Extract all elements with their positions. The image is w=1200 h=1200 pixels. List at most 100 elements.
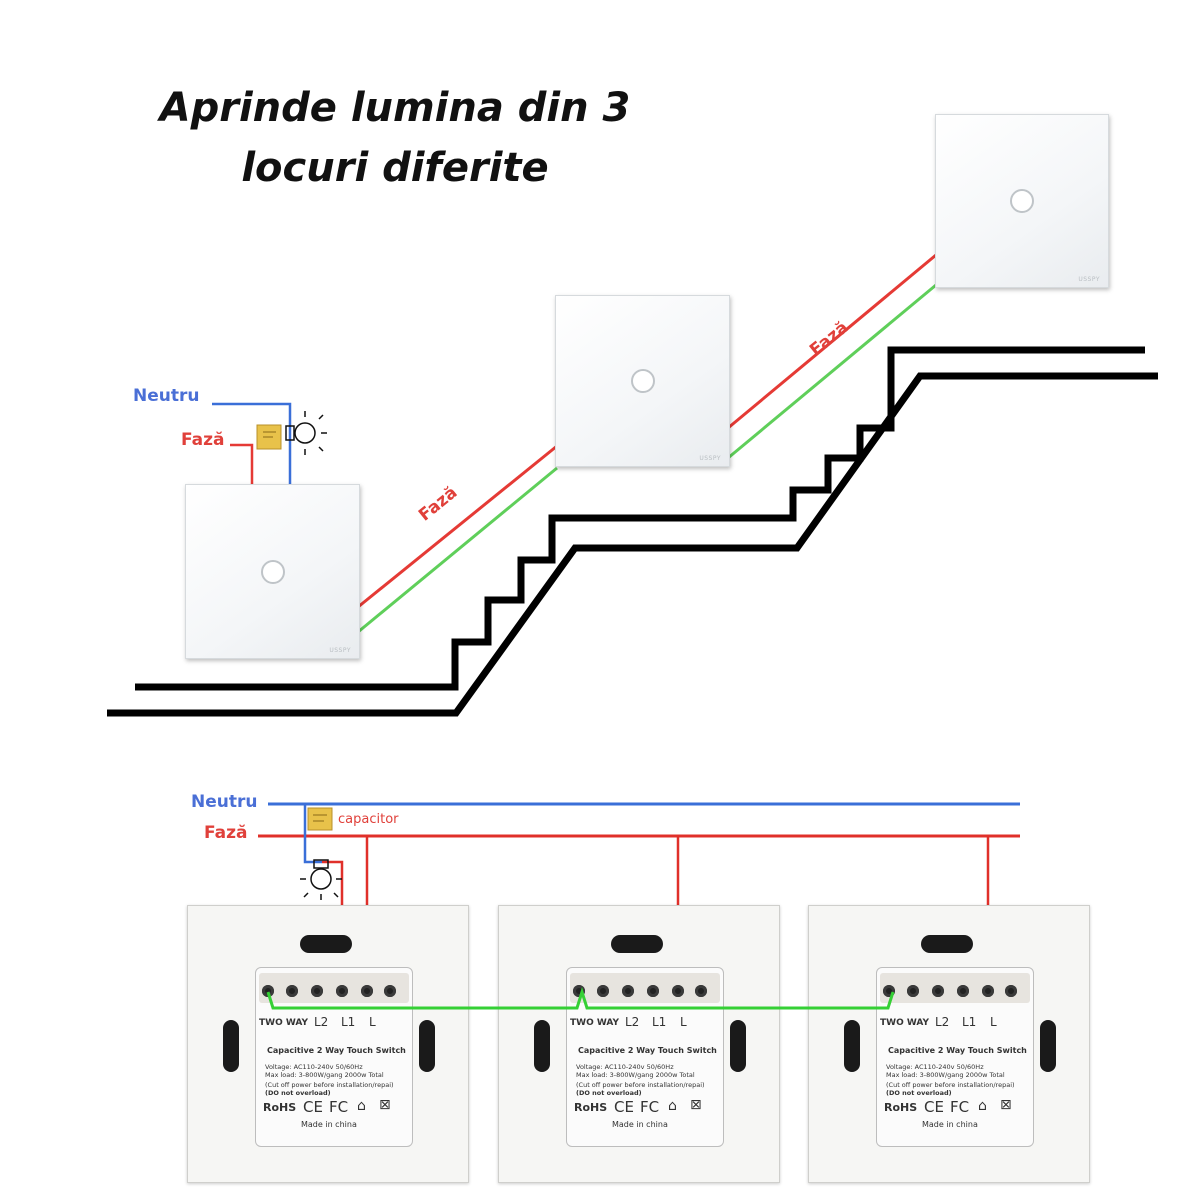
- terminal-screw: [1005, 985, 1017, 997]
- terminal-label-l1: L1: [962, 1015, 977, 1029]
- switch-module-1: TWO WAY L2 L1 L Capacitive 2 Way Touch S…: [187, 905, 469, 1183]
- house-icon: ⌂: [668, 1098, 677, 1114]
- fc-mark: FC: [640, 1098, 660, 1116]
- phase-feed-wire: [230, 443, 254, 484]
- phase-wire-2-3: [727, 253, 937, 430]
- diagram-title: Aprinde lumina din 3 locuri diferite: [110, 78, 680, 198]
- ce-mark: CE: [303, 1098, 323, 1116]
- terminal-screw: [672, 985, 684, 997]
- touch-button-icon[interactable]: [630, 369, 655, 393]
- mode-label: TWO WAY: [880, 1018, 929, 1028]
- stairs-line-lower: [107, 372, 1158, 717]
- terminal-screw: [262, 985, 274, 997]
- terminal-label-l2: L2: [935, 1015, 950, 1029]
- module-name: Capacitive 2 Way Touch Switch: [267, 1046, 406, 1055]
- mode-label: TWO WAY: [570, 1018, 619, 1028]
- traveler-wire-2-3: [727, 283, 937, 460]
- terminal-screw: [932, 985, 944, 997]
- module-origin: Made in china: [301, 1120, 357, 1129]
- module-warning-2: (DO not overload): [576, 1089, 642, 1097]
- light-bulb-icon-bottom: [300, 859, 342, 900]
- neutral-feed-wire: [212, 402, 292, 484]
- touch-switch-panel-2[interactable]: USSPY: [555, 295, 730, 467]
- terminal-screw: [336, 985, 348, 997]
- terminal-label-l: L: [990, 1015, 997, 1029]
- module-load: Max load: 3-800W/gang 2000w Total: [886, 1071, 1005, 1079]
- capacitor-icon: [256, 424, 282, 450]
- module-voltage: Voltage: AC110-240v 50/60Hz: [886, 1063, 984, 1071]
- rohs-mark: RoHS: [884, 1101, 918, 1114]
- module-warning-2: (DO not overload): [886, 1089, 952, 1097]
- stairs-line-upper: [135, 346, 1145, 691]
- module-warning-1: (Cut off power before installation/repai…: [265, 1081, 394, 1089]
- terminal-screw: [573, 985, 585, 997]
- terminal-screw: [384, 985, 396, 997]
- terminal-label-l: L: [680, 1015, 687, 1029]
- terminal-label-l1: L1: [652, 1015, 667, 1029]
- title-line-2: locuri diferite: [241, 145, 549, 191]
- module-origin: Made in china: [612, 1120, 668, 1129]
- touch-switch-panel-3[interactable]: USSPY: [935, 114, 1109, 288]
- module-load: Max load: 3-800W/gang 2000w Total: [576, 1071, 695, 1079]
- terminal-screw: [957, 985, 969, 997]
- light-bulb-icon: [285, 411, 327, 455]
- mounting-slot: [300, 935, 352, 953]
- switch-module-2: TWO WAY L2 L1 L Capacitive 2 Way Touch S…: [498, 905, 780, 1183]
- module-load: Max load: 3-800W/gang 2000w Total: [265, 1071, 384, 1079]
- module-warning-1: (Cut off power before installation/repai…: [886, 1081, 1015, 1089]
- side-slot-left: [844, 1020, 860, 1072]
- brand-logo: USSPY: [1078, 276, 1100, 283]
- terminal-label-l1: L1: [341, 1015, 356, 1029]
- switch-module-3: TWO WAY L2 L1 L Capacitive 2 Way Touch S…: [808, 905, 1090, 1183]
- capacitor-label: capacitor: [338, 812, 399, 827]
- brand-logo: USSPY: [329, 647, 351, 654]
- module-name: Capacitive 2 Way Touch Switch: [578, 1046, 717, 1055]
- neutral-label-bottom: Neutru: [191, 792, 258, 812]
- phase-wire-1-2: [357, 444, 558, 609]
- terminal-screw: [695, 985, 707, 997]
- terminal-label-l2: L2: [625, 1015, 640, 1029]
- touch-button-icon[interactable]: [260, 559, 285, 584]
- ce-mark: CE: [614, 1098, 634, 1116]
- terminal-label-l2: L2: [314, 1015, 329, 1029]
- touch-switch-panel-1[interactable]: USSPY: [185, 484, 360, 659]
- module-voltage: Voltage: AC110-240v 50/60Hz: [576, 1063, 674, 1071]
- house-icon: ⌂: [357, 1098, 366, 1114]
- terminal-screw: [647, 985, 659, 997]
- phase-label-bottom: Fază: [204, 823, 248, 843]
- terminal-screw: [286, 985, 298, 997]
- module-warning-1: (Cut off power before installation/repai…: [576, 1081, 705, 1089]
- module-name: Capacitive 2 Way Touch Switch: [888, 1046, 1027, 1055]
- side-slot-right: [730, 1020, 746, 1072]
- neutral-drop-wire: [303, 804, 322, 864]
- side-slot-left: [223, 1020, 239, 1072]
- weee-bin-icon: ⊠: [690, 1097, 702, 1113]
- phase-label-top: Fază: [181, 430, 225, 450]
- terminal-screw: [982, 985, 994, 997]
- terminal-label-l: L: [369, 1015, 376, 1029]
- title-line-1: Aprinde lumina din 3: [159, 85, 631, 131]
- weee-bin-icon: ⊠: [1000, 1097, 1012, 1113]
- neutral-label-top: Neutru: [133, 386, 200, 406]
- terminal-screw: [361, 985, 373, 997]
- mounting-slot: [921, 935, 973, 953]
- terminal-screw: [622, 985, 634, 997]
- ce-mark: CE: [924, 1098, 944, 1116]
- touch-button-icon[interactable]: [1010, 189, 1034, 213]
- traveler-wire-1-2: [357, 466, 558, 634]
- terminal-screw: [907, 985, 919, 997]
- brand-logo: USSPY: [699, 455, 721, 462]
- terminal-screw: [597, 985, 609, 997]
- fc-mark: FC: [950, 1098, 970, 1116]
- rohs-mark: RoHS: [574, 1101, 608, 1114]
- mode-label: TWO WAY: [259, 1018, 308, 1028]
- capacitor-icon-bottom: [307, 807, 333, 831]
- weee-bin-icon: ⊠: [379, 1097, 391, 1113]
- side-slot-right: [419, 1020, 435, 1072]
- fc-mark: FC: [329, 1098, 349, 1116]
- module-voltage: Voltage: AC110-240v 50/60Hz: [265, 1063, 363, 1071]
- mounting-slot: [611, 935, 663, 953]
- terminal-screw: [883, 985, 895, 997]
- module-origin: Made in china: [922, 1120, 978, 1129]
